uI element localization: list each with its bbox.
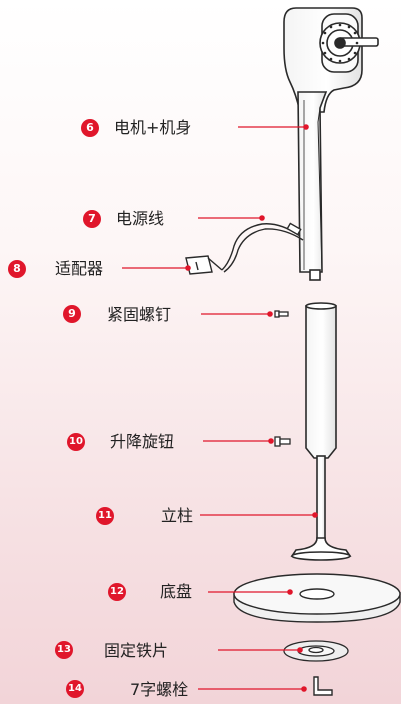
part-number-badge: 12 [108,583,126,601]
fastening-screw [274,310,289,318]
body-tube [297,91,328,281]
leader-lines [122,124,318,692]
part-number-badge: 13 [55,641,73,659]
part-label: 适配器 [55,259,104,278]
power-cord [221,222,304,273]
adapter [185,255,223,275]
part-number-badge: 11 [96,507,114,525]
part-number-badge: 9 [63,305,81,323]
part-label: 电源线 [116,209,165,228]
part-label: 底盘 [160,582,193,601]
pole [290,302,352,561]
part-label: 7字螺栓 [130,680,189,699]
part-number-badge: 14 [66,680,84,698]
part-number-badge: 7 [83,210,101,228]
part-label: 固定铁片 [104,641,169,660]
part-number-badge: 6 [81,119,99,137]
part-label: 电机+机身 [114,118,192,137]
fixing-plate [283,640,349,662]
lift-knob [274,436,291,447]
motor-ring-dots [321,23,359,63]
part-label: 立柱 [161,506,194,525]
part-number-badge: 8 [8,260,26,278]
part-label: 升降旋钮 [110,432,175,451]
l-bolt [313,676,333,696]
motor-head [283,7,379,113]
part-number-badge: 10 [67,433,85,451]
base-disc [233,573,401,623]
part-label: 紧固螺钉 [107,305,172,324]
